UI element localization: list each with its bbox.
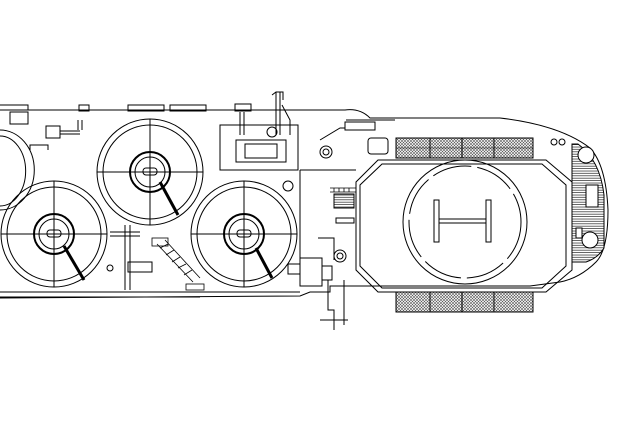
helipad-h-marking — [433, 199, 492, 243]
pump-unit — [287, 237, 348, 330]
tank-upper-left — [96, 118, 204, 226]
tank-lower-left — [0, 180, 108, 288]
tank-partial-left — [0, 129, 35, 211]
hull-outline — [0, 104, 609, 299]
stair-central — [151, 237, 205, 291]
utility-box — [346, 119, 395, 155]
upper-deckhouses — [9, 103, 252, 125]
deck-crane-structure — [219, 91, 299, 171]
bow-section — [550, 138, 605, 263]
valves-center — [282, 121, 376, 280]
pipework-left — [29, 120, 153, 290]
tank-lower-right — [190, 180, 298, 288]
access-ladder — [330, 187, 356, 193]
helipad-deck — [355, 137, 573, 313]
